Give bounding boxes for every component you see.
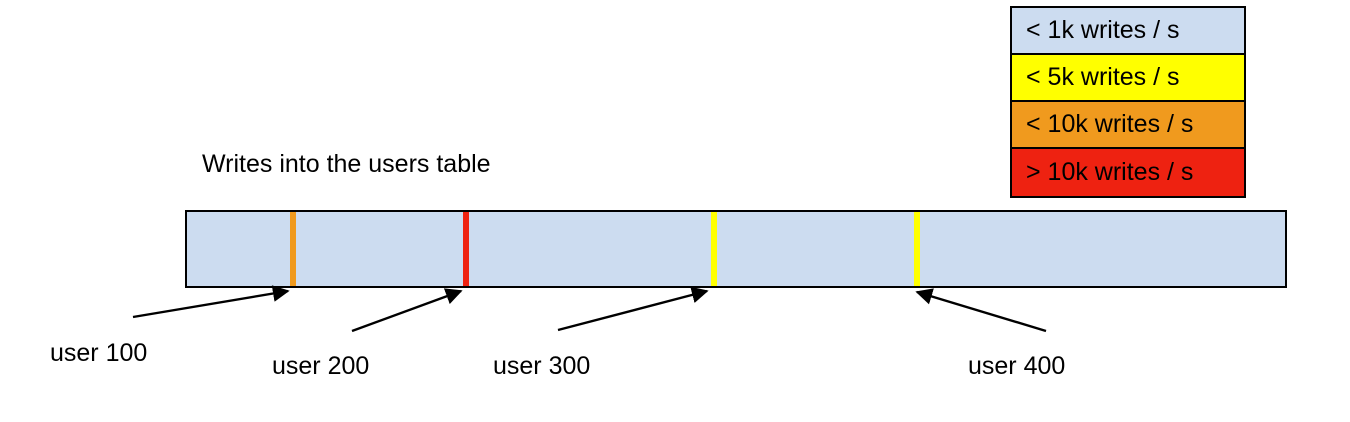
arrow-user-400 [915,288,1047,333]
users-table-keyspace-bar[interactable] [185,210,1287,288]
arrow-user-300 [557,286,709,332]
label-user-100: user 100 [50,339,148,367]
legend-label-over-10k: > 10k writes / s [1026,158,1194,186]
marker-user-300[interactable] [711,212,717,286]
marker-user-100[interactable] [290,212,296,286]
legend-label-under-10k: < 10k writes / s [1026,110,1194,138]
legend-row-over-10k[interactable]: > 10k writes / s [1012,149,1244,196]
legend-row-under-1k[interactable]: < 1k writes / s [1012,8,1244,55]
arrow-user-200 [351,288,463,333]
label-user-400: user 400 [968,352,1066,380]
legend-label-under-5k: < 5k writes / s [1026,63,1180,91]
arrow-user-100 [132,285,290,319]
legend-label-under-1k: < 1k writes / s [1026,16,1180,44]
label-user-200: user 200 [272,352,370,380]
legend-row-under-10k[interactable]: < 10k writes / s [1012,102,1244,149]
chart-title: Writes into the users table [202,150,491,178]
label-user-300: user 300 [493,352,591,380]
marker-user-400[interactable] [914,212,920,286]
write-rate-legend: < 1k writes / s < 5k writes / s < 10k wr… [1010,6,1246,198]
marker-user-200[interactable] [463,212,469,286]
legend-row-under-5k[interactable]: < 5k writes / s [1012,55,1244,102]
